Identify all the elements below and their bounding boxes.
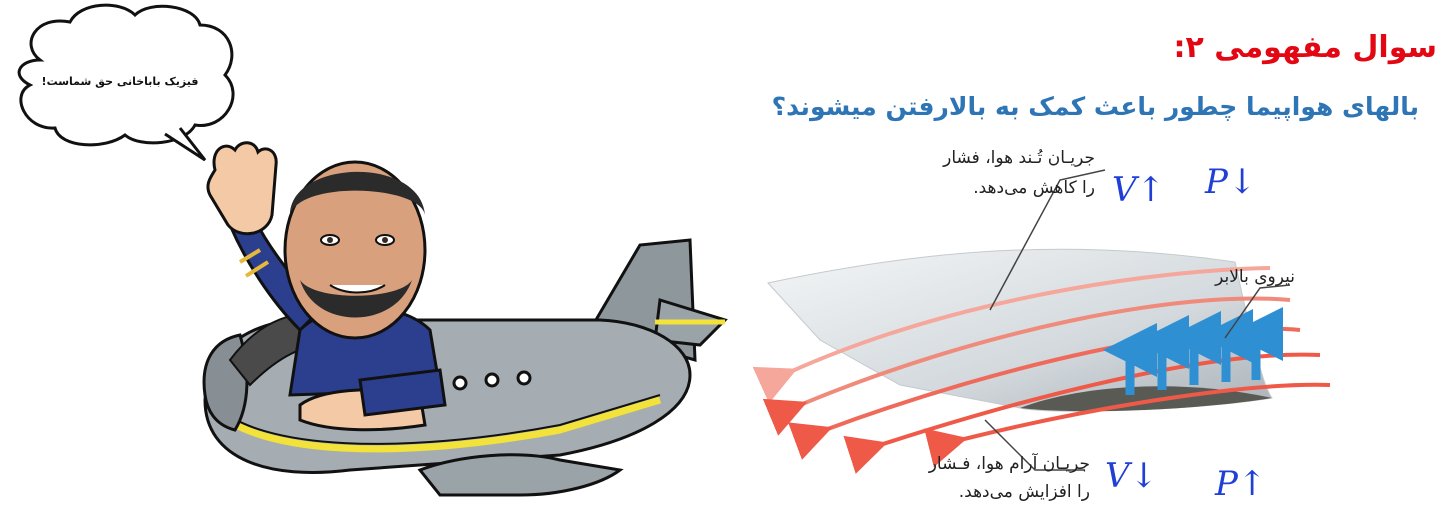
handwritten-velocity-down: V↓ (1105, 456, 1158, 496)
handwritten-pressure-down: P↓ (1205, 162, 1256, 202)
airplane-pilot-illustration (204, 143, 725, 495)
handwritten-velocity-up: V↑ (1112, 170, 1165, 210)
speech-bubble-text: فیزیک باباخانی حق شماست! (20, 75, 220, 88)
slow-air-label-line1: جریـان آرام هوا، فـشار (929, 452, 1090, 477)
handwritten-pressure-up: P↑ (1215, 464, 1266, 504)
fast-air-label-line1: جریـان تُـند هوا، فشار (943, 146, 1095, 171)
slow-air-label-line2: را افزایش می‌دهد. (959, 480, 1090, 505)
lift-force-label: نیروی بالابر (1215, 265, 1295, 290)
fast-air-label-line2: را کاهش می‌دهد. (973, 176, 1095, 201)
question-number-title: سوال مفهومی ۲: (1173, 30, 1437, 65)
question-text: بالهای هواپیما چطور باعث کمک به بالارفتن… (772, 92, 1419, 121)
wing-airflow-diagram (768, 170, 1330, 470)
